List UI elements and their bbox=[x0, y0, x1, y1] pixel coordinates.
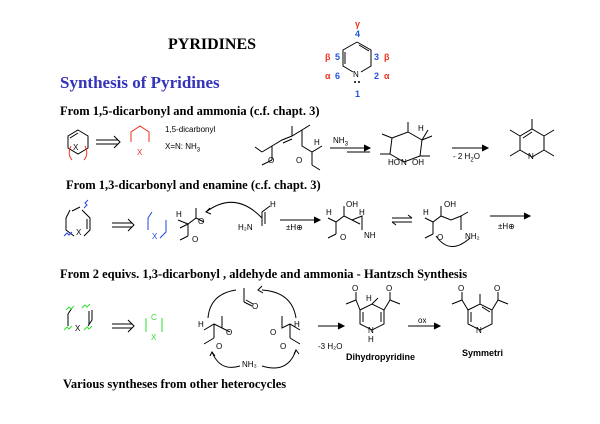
proton-shift-label-2: ±H⊕ bbox=[498, 222, 515, 231]
dihydropyridine-caption: Dihydropyridine bbox=[346, 352, 416, 362]
synthon3-c-label: C bbox=[151, 313, 157, 322]
scheme-2: X X H O O H₂N H ±H⊕ H OH H O NH H OH O N… bbox=[0, 190, 600, 260]
nh-label: NH bbox=[364, 231, 376, 240]
h-int2-label: H bbox=[423, 208, 429, 217]
pyridine-ring-icon bbox=[342, 41, 372, 83]
pos-3: 3 bbox=[374, 52, 380, 62]
page-subtitle: Synthesis of Pyridines bbox=[60, 73, 220, 92]
o-right-label-2: O bbox=[280, 342, 287, 351]
oh-int2-label: OH bbox=[444, 200, 456, 209]
prod-n: N bbox=[476, 326, 482, 335]
o-label: O bbox=[198, 217, 205, 226]
ho-label: HO bbox=[388, 158, 400, 167]
ring-n-label: N bbox=[353, 70, 359, 79]
scheme-1: X X 1,5-dicarbonyl X=N: NH3 O O H NH3 HO… bbox=[0, 110, 600, 180]
h-enamine-label: H bbox=[270, 200, 276, 209]
h2n-label: H₂N bbox=[238, 223, 253, 232]
scheme-3: X C X O H O O H O O NH₃ -3 H₂O O H O N H… bbox=[0, 280, 600, 375]
symmetric-caption: Symmetri bbox=[462, 348, 504, 358]
water-loss-label: - 2 H2O bbox=[453, 152, 480, 164]
section-heading-2: From 1,3-dicarbonyl and enamine (c.f. ch… bbox=[66, 178, 321, 192]
dhp-h: H bbox=[366, 294, 372, 303]
pos-alpha-left: α bbox=[325, 71, 331, 81]
pyridine-numbering-diagram: N 4 γ 3 β 2 α 5 β 6 α 1 bbox=[0, 0, 600, 110]
nh3-reagent-label: NH3 bbox=[333, 136, 348, 148]
section-heading-3: From 2 equivs. 1,3-dicarbonyl , aldehyde… bbox=[60, 267, 468, 281]
dicarbonyl-label: 1,5-dicarbonyl bbox=[165, 125, 216, 134]
retro2-x-label: X bbox=[76, 228, 82, 237]
pos-5: 5 bbox=[335, 52, 341, 62]
ox-label: ox bbox=[418, 316, 427, 325]
o-label-2: O bbox=[296, 156, 303, 165]
pos-6: 6 bbox=[335, 71, 341, 81]
xn-label: X=N: NH3 bbox=[165, 142, 201, 154]
dhp-nh: H bbox=[368, 335, 374, 344]
dhp-n: N bbox=[368, 326, 374, 335]
retro3-x-label: X bbox=[75, 324, 81, 333]
pos-alpha-right: α bbox=[384, 71, 390, 81]
nh-label: N bbox=[401, 158, 407, 167]
retro-x-label: X bbox=[73, 143, 79, 152]
prod-o-left: O bbox=[458, 284, 465, 293]
h-label-2: H bbox=[418, 124, 424, 133]
section-heading-4: Various syntheses from other heterocycle… bbox=[63, 377, 287, 391]
o-right-label: O bbox=[270, 328, 277, 337]
o-left-label-2: O bbox=[216, 342, 223, 351]
o-int2-label: O bbox=[437, 233, 444, 242]
dhp-o-left: O bbox=[352, 284, 359, 293]
oh-label: OH bbox=[412, 158, 424, 167]
h-label: H bbox=[176, 210, 182, 219]
water-loss-label: -3 H₂O bbox=[318, 342, 343, 351]
oh-int1-label: OH bbox=[346, 200, 358, 209]
synthon3-x-label: X bbox=[151, 333, 157, 342]
pos-beta-right: β bbox=[384, 52, 390, 62]
nh2-label: NH₂ bbox=[465, 232, 480, 241]
nh3-label: NH₃ bbox=[242, 360, 257, 369]
page-title: PYRIDINES bbox=[168, 36, 257, 53]
h-label: H bbox=[314, 138, 320, 147]
o-int1-label: O bbox=[340, 233, 347, 242]
aldehyde-o-label: O bbox=[252, 302, 259, 311]
pos-1: 1 bbox=[355, 89, 361, 99]
synthon2-x-label: X bbox=[152, 232, 158, 241]
h-right-label: H bbox=[294, 320, 300, 329]
prod-o-right: O bbox=[494, 284, 501, 293]
o-label-2: O bbox=[192, 235, 199, 244]
pyridine-n-label: N bbox=[528, 152, 534, 161]
o-left-label: O bbox=[226, 328, 233, 337]
proton-shift-label: ±H⊕ bbox=[286, 223, 303, 232]
pos-gamma: γ bbox=[355, 19, 361, 29]
h-left-label: H bbox=[198, 320, 204, 329]
pos-beta-left: β bbox=[325, 52, 331, 62]
section-heading-1: From 1,5-dicarbonyl and ammonia (c.f. ch… bbox=[60, 104, 320, 118]
o-label-1: O bbox=[268, 156, 275, 165]
h-int1-label-2: H bbox=[359, 208, 365, 217]
pos-4: 4 bbox=[355, 29, 361, 39]
pos-2: 2 bbox=[374, 71, 380, 81]
synthon-x-label: X bbox=[137, 148, 143, 157]
h-int1-label: H bbox=[326, 208, 332, 217]
dhp-o-right: O bbox=[386, 284, 393, 293]
